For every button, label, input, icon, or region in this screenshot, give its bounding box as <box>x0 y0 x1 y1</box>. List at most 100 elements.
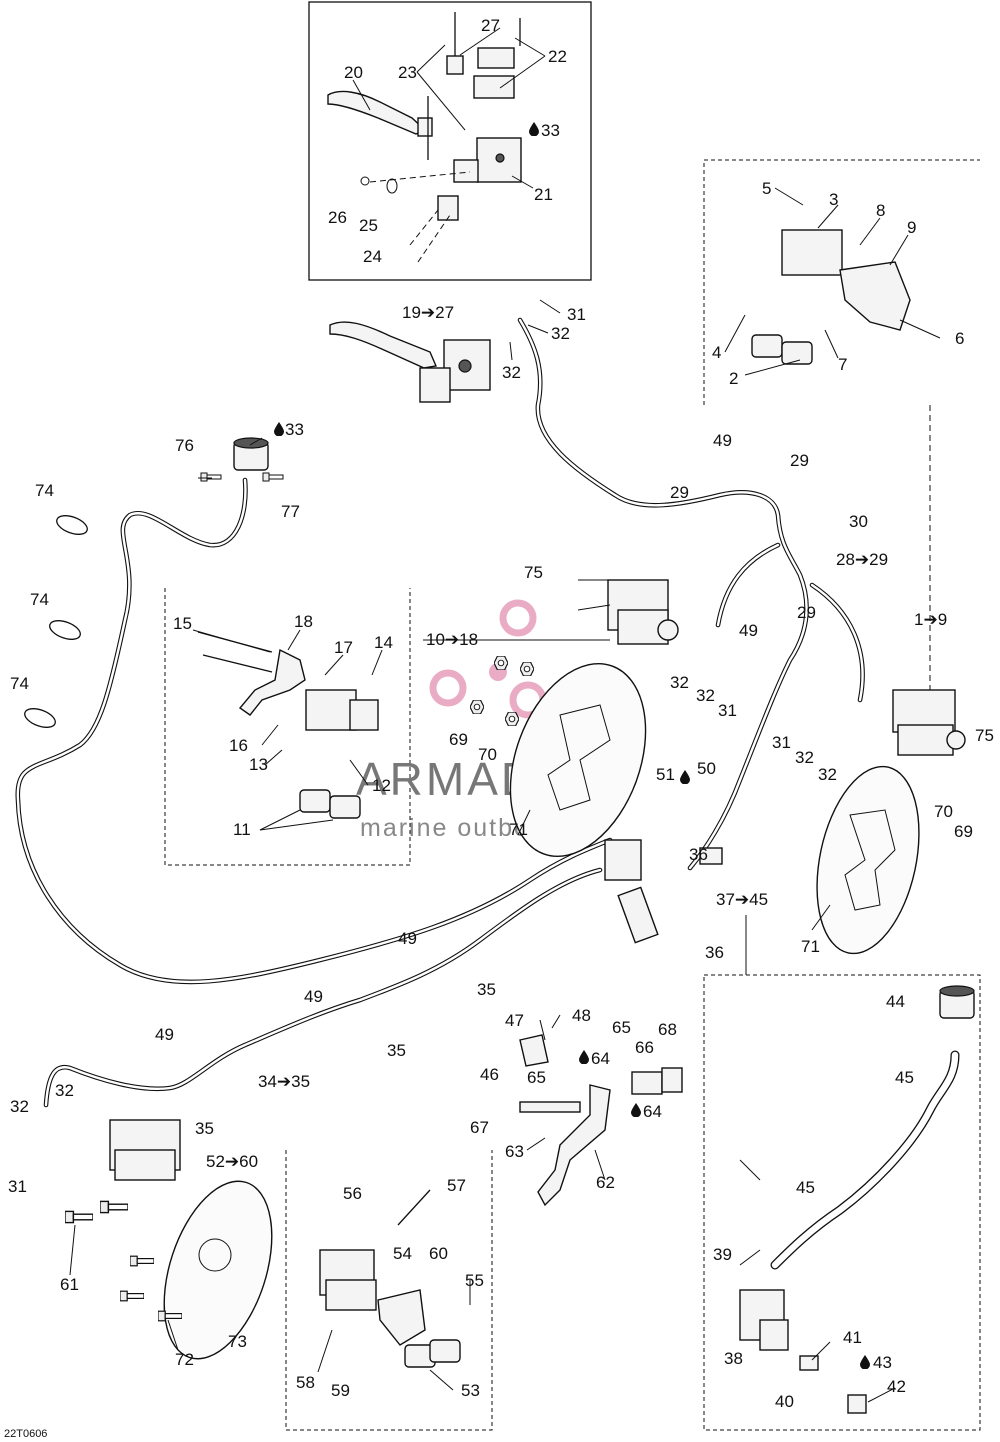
drop-icon <box>529 122 539 136</box>
vent-hose <box>15 477 613 985</box>
callout: 75 <box>975 726 994 745</box>
front-right-caliper-detail-box <box>164 588 411 866</box>
callout: 73 <box>228 1332 247 1351</box>
callout: 14 <box>374 633 393 652</box>
callout: 71 <box>801 937 820 956</box>
callout: 55 <box>465 1271 484 1290</box>
callout: 33 <box>285 420 304 439</box>
rear-caliper <box>65 1119 181 1224</box>
group-label-front-right: 10➔18 <box>426 630 478 649</box>
front-left-caliper <box>892 689 966 756</box>
callout: 70 <box>478 745 497 764</box>
group-label-master: 19➔27 <box>402 303 454 322</box>
callout: 76 <box>175 436 194 455</box>
callout: 54 <box>393 1244 412 1263</box>
callout: 75 <box>524 563 543 582</box>
rear-master-detail-box <box>703 915 981 1431</box>
callout: 49 <box>304 987 323 1006</box>
callout: 68 <box>658 1020 677 1039</box>
group-labels: 19➔27 10➔18 1➔9 28➔29 34➔35 37➔45 52➔60 <box>206 303 947 1171</box>
callout: 32 <box>670 673 689 692</box>
tie-straps <box>24 515 88 728</box>
group-label-rear-caliper: 52➔60 <box>206 1152 258 1171</box>
callout: 35 <box>195 1119 214 1138</box>
callout: 64 <box>643 1102 662 1121</box>
callout: 77 <box>281 502 300 521</box>
callout: 60 <box>429 1244 448 1263</box>
front-left-disc <box>816 765 920 955</box>
callout: 8 <box>876 201 885 220</box>
brake-pedal <box>519 1034 683 1207</box>
callout: 32 <box>795 748 814 767</box>
callout: 64 <box>591 1049 610 1068</box>
callout: 32 <box>55 1081 74 1100</box>
callout: 22 <box>548 47 567 66</box>
callout: 35 <box>477 980 496 999</box>
callout: 30 <box>849 512 868 531</box>
callout: 31 <box>718 701 737 720</box>
drawing-code: 22T0606 <box>4 1428 47 1440</box>
rear-master-detail <box>739 1289 867 1414</box>
callout: 49 <box>398 929 417 948</box>
drop-icon <box>579 1050 589 1064</box>
callout: 11 <box>233 820 251 839</box>
callout: 65 <box>527 1068 546 1087</box>
callout: 20 <box>344 63 363 82</box>
callout: 3 <box>829 190 838 209</box>
front-left-caliper-detail <box>751 229 911 365</box>
callout: 65 <box>612 1018 631 1037</box>
callout: 59 <box>331 1381 350 1400</box>
callout: 62 <box>596 1173 615 1192</box>
front-right-caliper-detail <box>197 631 379 819</box>
front-right-disc <box>509 662 647 858</box>
callout: 50 <box>697 759 716 778</box>
callout: 43 <box>873 1353 892 1372</box>
callout: 32 <box>818 765 837 784</box>
callout: 25 <box>359 216 378 235</box>
callout: 48 <box>572 1006 591 1025</box>
callout: 32 <box>696 686 715 705</box>
callout-numbers: 20 23 27 22 33 21 26 25 24 31 32 32 5 3 … <box>8 16 994 1411</box>
callout: 9 <box>907 218 916 237</box>
callout: 47 <box>505 1011 524 1030</box>
callout: 66 <box>635 1038 654 1057</box>
group-label-rear-master: 37➔45 <box>716 890 768 909</box>
callout: 7 <box>838 355 847 374</box>
callout: 57 <box>447 1176 466 1195</box>
watermark-logo <box>429 599 547 719</box>
callout: 32 <box>551 324 570 343</box>
callout: 23 <box>398 63 417 82</box>
callout: 63 <box>505 1142 524 1161</box>
rear-reservoir <box>770 985 975 1270</box>
callout: 31 <box>567 305 586 324</box>
drop-icon <box>631 1103 641 1117</box>
callout: 72 <box>175 1350 194 1369</box>
callout: 18 <box>294 612 313 631</box>
callout: 12 <box>372 776 391 795</box>
rear-caliper-detail-box <box>285 1150 493 1431</box>
callout: 36 <box>705 943 724 962</box>
callout: 51 <box>656 765 675 784</box>
callout: 49 <box>155 1025 174 1044</box>
callout: 29 <box>797 603 816 622</box>
callout: 45 <box>796 1178 815 1197</box>
reservoir-front <box>200 437 284 482</box>
callout: 40 <box>775 1392 794 1411</box>
callout: 15 <box>173 614 192 633</box>
callout: 44 <box>886 992 905 1011</box>
group-label-front-left: 1➔9 <box>914 610 947 629</box>
callout: 67 <box>470 1118 489 1137</box>
callout: 2 <box>729 369 738 388</box>
callout: 13 <box>249 755 268 774</box>
callout: 31 <box>8 1177 27 1196</box>
callout: 74 <box>10 674 29 693</box>
callout: 16 <box>229 736 248 755</box>
callout: 69 <box>449 730 468 749</box>
callout: 74 <box>35 481 54 500</box>
callout: 17 <box>334 638 353 657</box>
callout: 5 <box>762 179 771 198</box>
callout: 6 <box>955 329 964 348</box>
callout: 42 <box>887 1377 906 1396</box>
master-cylinder-exploded <box>327 12 522 263</box>
